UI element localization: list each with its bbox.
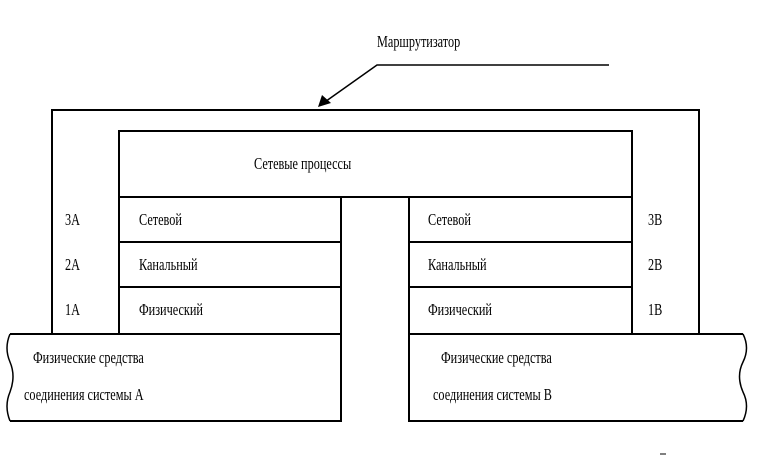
arrowhead-icon <box>318 95 331 107</box>
medium-a-break <box>6 333 14 422</box>
medium-b-line2: соединения системы В <box>433 385 552 404</box>
layer-id-3a: 3A <box>65 210 80 229</box>
router-frame <box>51 109 700 334</box>
router-leader <box>321 64 609 105</box>
layer-name-datalink-b: Канальный <box>428 255 487 274</box>
medium-b-break <box>738 333 748 422</box>
medium-a-line1: Физические средства <box>33 348 144 367</box>
layer-name-datalink-a: Канальный <box>139 255 198 274</box>
medium-a-box <box>10 333 342 422</box>
layer-id-1b: 1B <box>648 300 663 319</box>
left-stack <box>118 197 342 334</box>
router-label: Маршрутизатор <box>377 32 461 51</box>
medium-b-line1: Физические средства <box>441 348 552 367</box>
layer-name-network-a: Сетевой <box>139 210 182 229</box>
layer-id-1a: 1A <box>65 300 80 319</box>
layer-id-2b: 2B <box>648 255 663 274</box>
layer-name-physical-a: Физический <box>139 300 203 319</box>
layer-name-network-b: Сетевой <box>428 210 471 229</box>
right-stack <box>408 197 633 334</box>
medium-b-box <box>408 333 743 422</box>
layer-id-3b: 3B <box>648 210 663 229</box>
network-processes-label: Сетевые процессы <box>254 154 352 173</box>
network-processes-box <box>118 130 633 198</box>
layer-id-2a: 2A <box>65 255 80 274</box>
layer-name-physical-b: Физический <box>428 300 492 319</box>
medium-a-line2: соединения системы А <box>24 385 144 404</box>
